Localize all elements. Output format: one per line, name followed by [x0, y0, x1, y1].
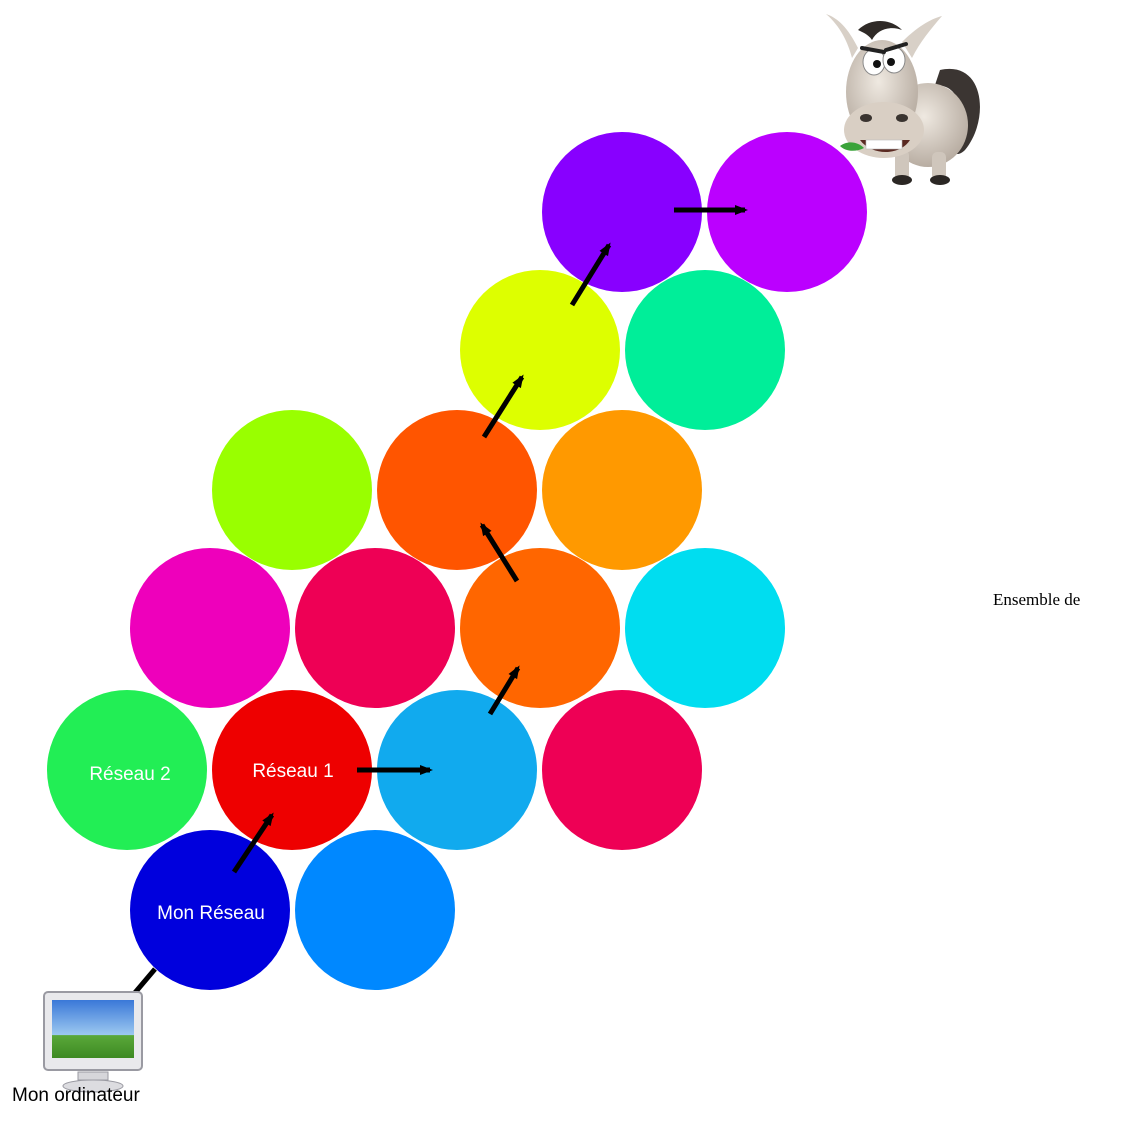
- network-node-n-mint: [625, 270, 785, 430]
- path-arrow-5: [481, 374, 525, 439]
- network-node-mon-reseau: [130, 830, 290, 990]
- path-arrow-1: [231, 812, 275, 874]
- donkey-mascot-icon: [826, 14, 980, 185]
- network-labels: Mon Réseau Réseau 1 Réseau 2: [89, 761, 333, 924]
- side-text-ensemble: Ensemble de: [993, 590, 1081, 609]
- network-node-n-purple: [707, 132, 867, 292]
- network-node-reseau-2: [47, 690, 207, 850]
- path-arrow-6: [569, 242, 612, 307]
- network-node-n-magenta: [130, 548, 290, 708]
- network-node-n-blue-bottom: [295, 830, 455, 990]
- network-node-reseau-1: [212, 690, 372, 850]
- network-node-n-orange-upper: [377, 410, 537, 570]
- path-arrow-4: [479, 522, 520, 583]
- path-arrow-3: [487, 665, 521, 716]
- network-node-n-crimson-mid: [295, 548, 455, 708]
- network-node-n-amber: [542, 410, 702, 570]
- network-label-mon-reseau: Mon Réseau: [157, 903, 265, 924]
- computer-caption: Mon ordinateur: [12, 1085, 140, 1106]
- network-circles: [47, 132, 867, 990]
- network-node-n-cyan: [625, 548, 785, 708]
- network-label-reseau-1: Réseau 1: [252, 761, 333, 782]
- network-node-n-lime: [212, 410, 372, 570]
- computer-link-line: [131, 967, 157, 997]
- network-node-n-violet: [542, 132, 702, 292]
- desktop-computer-icon: [43, 991, 143, 1093]
- network-node-n-orange-mid: [460, 548, 620, 708]
- path-arrow-2: [357, 765, 433, 775]
- network-node-n-skyblue: [377, 690, 537, 850]
- path-arrow-7: [674, 205, 748, 215]
- network-node-n-yellow: [460, 270, 620, 430]
- network-label-reseau-2: Réseau 2: [89, 764, 170, 785]
- network-node-n-crimson-right: [542, 690, 702, 850]
- path-arrows: [231, 205, 748, 874]
